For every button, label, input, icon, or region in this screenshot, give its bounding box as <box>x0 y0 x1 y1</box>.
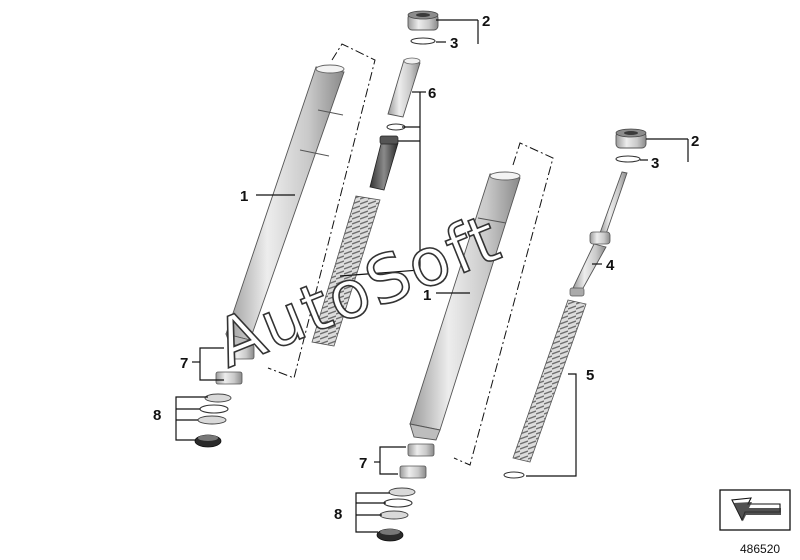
right-outer-tube <box>409 171 521 441</box>
callout-left-7: 7 <box>180 355 188 372</box>
left-o-ring <box>410 37 436 45</box>
right-top-cap <box>615 128 647 149</box>
right-cartridge-rod <box>569 171 628 297</box>
left-assembly-dashframe <box>267 43 376 379</box>
orientation-arrow-icon <box>719 489 791 531</box>
callout-right-3: 3 <box>651 155 659 172</box>
callout-left-3: 3 <box>450 35 458 52</box>
callout-labels: 1 2 3 6 7 8 1 2 3 4 5 7 8 <box>153 13 699 523</box>
left-top-cap <box>407 10 439 31</box>
callout-right-5: 5 <box>586 367 594 384</box>
left-fork-leg <box>194 10 439 448</box>
left-fork-spring <box>311 195 381 347</box>
callout-left-1: 1 <box>240 188 248 205</box>
callout-left-6: 6 <box>428 85 436 102</box>
right-fork-spring <box>512 299 587 463</box>
left-damper-valve <box>369 135 399 191</box>
leader-lines <box>175 19 689 533</box>
right-fork-seals <box>376 487 416 542</box>
right-o-ring <box>615 155 641 163</box>
callout-left-8: 8 <box>153 407 161 424</box>
right-assembly-dashframe <box>453 142 554 466</box>
right-fork-leg <box>376 128 647 542</box>
reference-number: 486520 <box>740 542 780 556</box>
right-spring-washer <box>503 471 525 479</box>
left-damper-tube <box>387 57 421 118</box>
right-slide-bushings <box>399 443 435 479</box>
callout-right-4: 4 <box>606 257 615 274</box>
callout-right-7: 7 <box>359 455 367 472</box>
left-slide-bushings <box>215 344 255 385</box>
callout-right-8: 8 <box>334 506 342 523</box>
callout-right-2: 2 <box>691 133 699 150</box>
callout-left-2: 2 <box>482 13 490 30</box>
callout-right-1: 1 <box>423 287 431 304</box>
left-fork-seals <box>194 393 232 448</box>
